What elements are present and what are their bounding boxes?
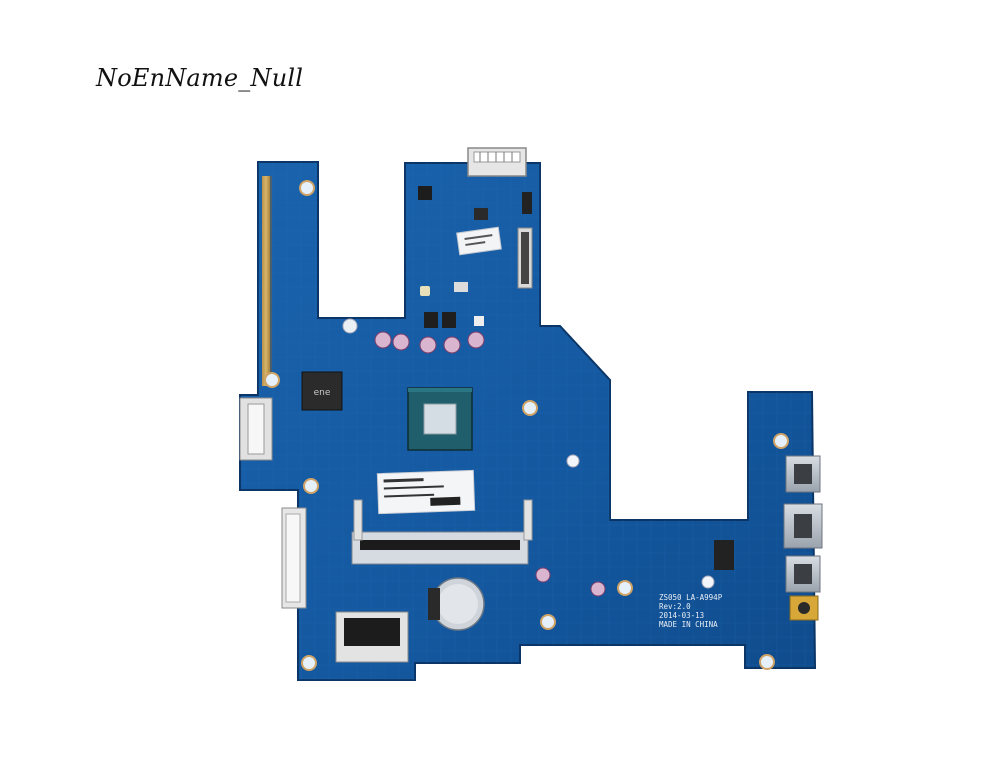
small-ic [418,186,432,200]
usb-port-2 [783,503,823,549]
usb-port-1 [785,455,821,493]
usb-port-3 [785,555,821,593]
card-reader-connector [335,611,409,663]
silk-date: 2014-03-13 [659,611,704,620]
silk-origin: MADE IN CHINA [659,620,718,629]
audio-jack [789,595,819,621]
mounting-holes [264,180,789,671]
sata-connector [239,397,273,461]
battery-connector [467,147,527,177]
small-ic-right [714,540,734,570]
capacitor-row [342,318,485,354]
watermark-text: NoEnName_Null [96,64,304,92]
ene-chip: ene [301,371,343,411]
serial-label [376,469,476,515]
svg-text:ene: ene [314,388,331,398]
ram-slot [351,499,533,565]
silk-revision: Rev:2.0 [659,602,691,611]
hdd-connector [281,507,307,609]
label-sticker [456,226,502,256]
cpu-chip [407,387,473,451]
silk-model: ZS050 LA-A994P [659,593,723,602]
gold-edge-contacts [262,176,270,386]
coin-battery [428,577,485,631]
